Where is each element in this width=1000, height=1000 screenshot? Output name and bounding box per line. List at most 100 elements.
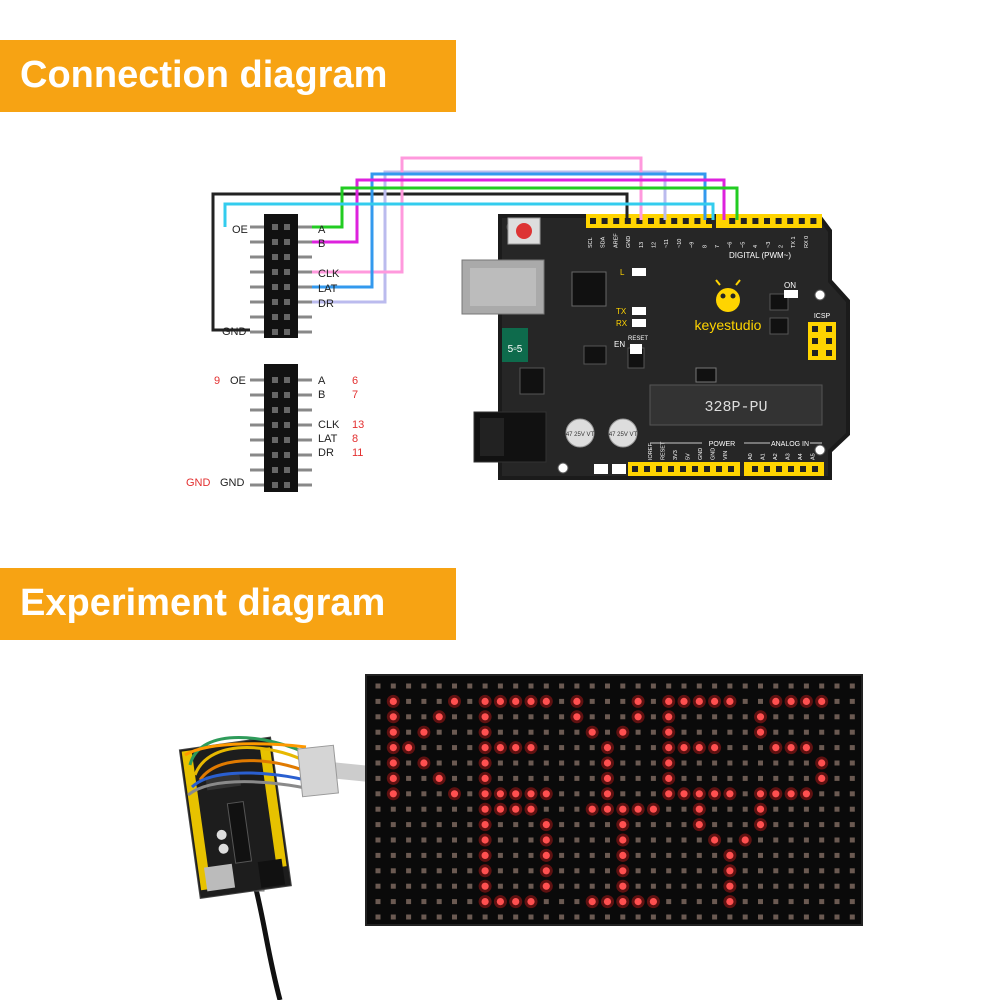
led-off (574, 683, 580, 689)
led-off (635, 683, 641, 689)
digital-label: DIGITAL (PWM~) (729, 251, 791, 260)
led-off (436, 745, 442, 751)
led-off (635, 914, 641, 920)
led-off (803, 852, 809, 858)
led-off (390, 806, 396, 812)
led-off (528, 837, 534, 843)
led-off (666, 822, 672, 828)
led-off (497, 868, 503, 874)
led-off (819, 791, 825, 797)
led-off (421, 883, 427, 889)
led-lit (481, 851, 489, 859)
pin-label: VIN (723, 451, 729, 460)
rx-led-label: RX (616, 319, 628, 328)
header-hole (812, 466, 818, 472)
led-off (452, 745, 457, 751)
led-off (375, 714, 381, 720)
connector-hole (284, 239, 290, 245)
led-off (452, 760, 457, 766)
led-lit (573, 697, 581, 705)
l-led-label: L (620, 268, 625, 277)
pin-label: ~9 (690, 242, 696, 248)
led-lit (496, 697, 504, 705)
conn-bot-lat-label: LAT (318, 433, 338, 445)
icsp-label: ICSP (814, 313, 831, 320)
led-off (574, 806, 580, 812)
led-off (390, 852, 396, 858)
pin-label: 2 (779, 245, 785, 248)
led-off (452, 852, 457, 858)
tx-led-label: TX (616, 307, 627, 316)
led-off (605, 883, 610, 889)
led-off (650, 775, 656, 781)
led-off (375, 883, 381, 889)
led-off (589, 837, 595, 843)
led-off (819, 729, 825, 735)
led-off (742, 868, 748, 874)
led-off (513, 883, 519, 889)
led-off (666, 914, 672, 920)
led-off (497, 883, 503, 889)
led-lit (787, 697, 795, 705)
led-off (528, 760, 534, 766)
led-off (712, 852, 718, 858)
led-off (559, 698, 565, 704)
led-off (727, 729, 733, 735)
led-off (666, 852, 672, 858)
led-off (497, 729, 503, 735)
wire-oe (223, 202, 715, 227)
led-off (681, 822, 687, 828)
led-off (773, 775, 779, 781)
led-lit (726, 867, 734, 875)
led-off (650, 868, 656, 874)
connector-hole (272, 452, 278, 458)
led-off (819, 899, 825, 905)
led-off (803, 775, 809, 781)
led-lit (512, 805, 520, 813)
led-off (589, 883, 595, 889)
header-hole (810, 218, 817, 224)
connector-hole (284, 467, 290, 473)
led-off (758, 868, 763, 874)
connector-hole (284, 452, 290, 458)
led-off (834, 745, 840, 751)
pin-label: SCL (588, 237, 594, 248)
led-lit (481, 836, 489, 844)
led-lit (665, 759, 673, 767)
led-off (681, 729, 687, 735)
led-lit (481, 821, 489, 829)
connector-hole (272, 407, 278, 413)
header-hole (682, 218, 689, 224)
led-off (574, 899, 580, 905)
led-off (375, 899, 381, 905)
led-off (666, 868, 672, 874)
led-off (559, 883, 565, 889)
connector-hole (272, 224, 278, 230)
led-off (543, 775, 549, 781)
led-lit (496, 744, 504, 752)
led-off (406, 683, 412, 689)
led-off (650, 683, 656, 689)
led-off (497, 760, 503, 766)
led-lit (787, 744, 795, 752)
led-lit (542, 851, 550, 859)
led-off (803, 760, 809, 766)
pin-number-gnd: GND (186, 477, 211, 489)
led-off (574, 775, 580, 781)
led-off (375, 868, 381, 874)
led-off (467, 775, 473, 781)
led-lit (802, 790, 811, 798)
led-off (497, 714, 503, 720)
led-lit (588, 728, 596, 736)
pin-label: RX 0 (804, 236, 810, 248)
led-off (742, 714, 748, 720)
led-lit (619, 836, 627, 844)
led-off (406, 822, 412, 828)
led-lit (481, 790, 489, 798)
conn-bot-gnd-label: GND (220, 477, 245, 489)
led-off (574, 914, 580, 920)
led-lit (711, 744, 719, 752)
connection-diagram-title: Connection diagram (20, 54, 388, 96)
led-off (620, 760, 626, 766)
conn-top-b-label: B (318, 238, 325, 250)
